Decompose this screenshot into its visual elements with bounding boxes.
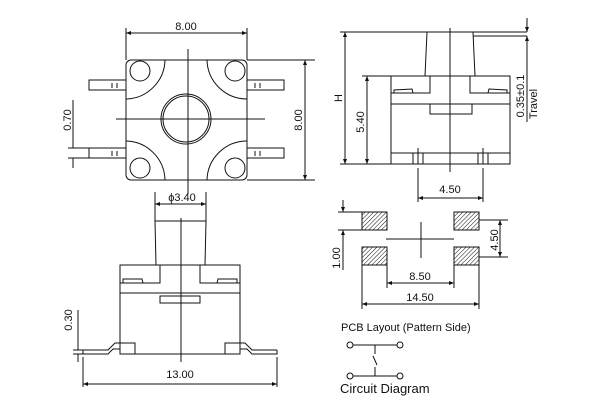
travel-value: 0.35±0.1 <box>515 75 527 118</box>
outer-span-dim: 14.50 <box>406 292 434 304</box>
lead-thickness-dim: 0.30 <box>63 309 75 330</box>
switch-contact-icon <box>372 355 378 366</box>
inner-span-dim: 8.50 <box>409 271 430 283</box>
front-view: ϕ3.40 0.30 13.00 <box>63 192 278 387</box>
top-view: 8.00 8.00 0.70 <box>62 21 315 194</box>
pcb-pad <box>453 246 480 266</box>
pcb-pad <box>361 246 388 266</box>
height-label: H <box>333 94 345 102</box>
pcb-pad <box>361 211 388 231</box>
pad-size-dim: 1.00 <box>331 247 343 268</box>
side-view: H 5.40 4.50 0.35±0.1 Travel <box>333 18 540 202</box>
pad-pitch-dim: 4.50 <box>489 229 501 250</box>
pin-width-dim: 0.70 <box>62 109 74 130</box>
body-height-dim: 5.40 <box>355 111 367 132</box>
stem-diameter-dim: ϕ3.40 <box>168 192 196 204</box>
pcb-pad <box>453 211 480 231</box>
pcb-layout-caption: PCB Layout (Pattern Side) <box>341 322 471 334</box>
pcb-layout: 1.00 4.50 8.50 14.50 PCB Layout (Pattern… <box>331 200 508 334</box>
pin-pitch-dim: 4.50 <box>439 184 460 196</box>
top-height-dim: 8.00 <box>293 109 305 130</box>
circuit-diagram: Circuit Diagram <box>340 341 430 396</box>
circuit-caption: Circuit Diagram <box>340 381 430 396</box>
travel-label: Travel <box>528 89 540 119</box>
top-width-dim: 8.00 <box>175 21 196 33</box>
total-width-dim: 13.00 <box>166 369 194 381</box>
